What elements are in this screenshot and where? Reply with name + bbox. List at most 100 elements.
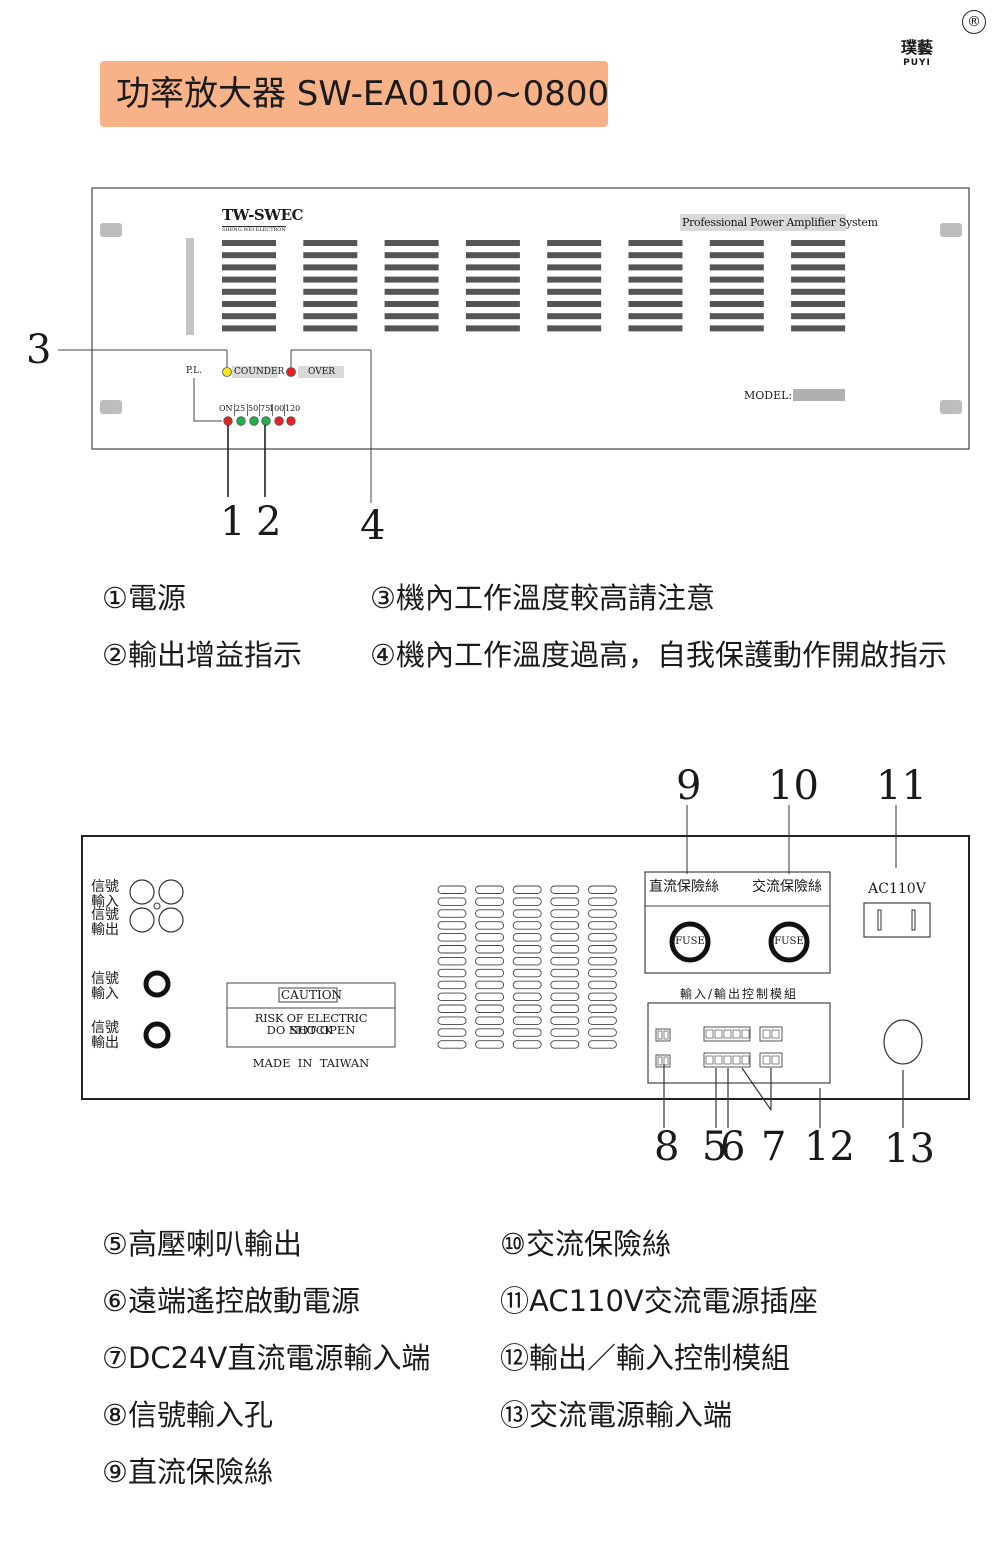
rear-vent-slot [437,897,467,906]
vent-bar [791,301,846,307]
vent-bar [628,301,683,307]
rear-vent-slot [475,1028,505,1037]
rear-vent-slot [437,1028,467,1037]
vent-bar [547,252,602,259]
rear-vent-slot [437,968,467,978]
rear-vent-slot [587,956,617,966]
rear-vent-slot [550,897,580,906]
vent-bar [465,288,520,295]
rear-vent-slot [550,980,580,990]
rear-legend-9: ⑨直流保險絲 [102,1455,273,1489]
rear-vent-slot [475,921,505,930]
rear-vent-slot [587,980,617,990]
rear-vent-slot [587,909,617,918]
vent-bar [547,264,602,271]
rear-vent-slot [550,921,580,930]
rear-vent-slot [437,992,467,1002]
rear-vent-slot [512,921,542,930]
vent-bar [303,301,358,307]
rear-vent-slot [512,980,542,990]
rear-vent-slot [475,897,505,906]
rear-legend-11: ⑪AC110V交流電源插座 [500,1284,818,1318]
vent-bar [384,240,439,246]
rear-vent-slot [550,956,580,966]
meter-label: 120 [285,404,301,413]
vent-bar [547,288,602,295]
rear-vent-slot [475,992,505,1002]
rear-vent-slot [437,1040,467,1049]
callout-7: 7 [761,1124,787,1170]
rear-vent-slot [475,1016,505,1025]
ac-fuse-text: FUSE [774,936,804,947]
callout-1: 1 [220,499,246,545]
vent-bar [628,276,683,283]
meter-led [236,416,246,426]
callout-9: 9 [676,763,702,809]
pl-label: P.L. [186,366,202,376]
callout-5: 5 [702,1124,728,1170]
vent-bar [791,240,846,246]
callout-10: 10 [768,763,819,809]
vent-bar [465,325,520,332]
meter-label: 50 [248,404,259,413]
vent-bar [222,264,276,271]
caution-title: CAUTION [281,988,343,1002]
front-vent-grilles [222,240,846,332]
vent-bar [547,313,602,320]
logo-name: 璞藝 [900,38,933,57]
rear-vent-slot [587,885,617,894]
vent-bar [709,240,764,246]
rear-vent-slot [437,956,467,966]
rear-legend-10: ⑩交流保險絲 [500,1227,671,1261]
rear-vent-slot [550,909,580,918]
rear-vent-slot [512,933,542,942]
vent-bar [791,325,846,332]
vent-bar [465,240,520,246]
rear-vent-slot [475,1004,505,1013]
front-legend-2: ②輸出增益指示 [102,638,302,672]
rear-vent-slot [475,933,505,942]
callout-4: 4 [360,503,386,549]
rear-vent-slot [512,897,542,906]
vent-bar [384,276,439,283]
callout-3: 3 [26,327,52,373]
counder-label: COUNDER [234,367,285,377]
front-legend-1: ①電源 [102,581,186,615]
dc-fuse-label: 直流保險絲 [649,879,719,895]
vent-bar [547,240,602,246]
rear-vent-slot [587,992,617,1002]
vent-bar [303,252,358,259]
rear-vent-slot [587,1028,617,1037]
vent-bar [303,240,358,246]
brand-sub: SHENG WEI ELECTRON [222,226,286,233]
vent-bar [628,313,683,320]
rear-vent-slot [437,909,467,918]
rear-legend-7: ⑦DC24V直流電源輸入端 [102,1341,431,1375]
meter-label: 75 [260,404,271,413]
over-label: OVER [308,367,336,377]
vent-bar [791,313,846,320]
vent-bar [222,301,276,307]
vent-bar [384,252,439,259]
logo-sub: PUYI [903,58,931,68]
rear-vent-slot [587,968,617,978]
vent-bar [384,325,439,332]
vent-bar [709,301,764,307]
vent-bar [384,288,439,295]
rear-vent-slot [550,1040,580,1049]
vent-bar [709,252,764,259]
rear-vent-slot [437,945,467,954]
rear-legend-8: ⑧信號輸入孔 [102,1398,273,1432]
signal-output-label-2: 信號輸出 [91,1020,119,1051]
rear-vent-slot [512,1028,542,1037]
rear-vent-slot [550,933,580,942]
caution-line-2: DO NOT OPEN [266,1023,356,1037]
vent-bar [547,301,602,307]
vent-bar [791,252,846,259]
rear-vent-slot [512,1040,542,1049]
rear-vent-slot [587,945,617,954]
vent-bar [628,252,683,259]
rear-vent-slot [587,921,617,930]
page-title: 功率放大器 SW-EA0100~0800 [116,74,610,114]
